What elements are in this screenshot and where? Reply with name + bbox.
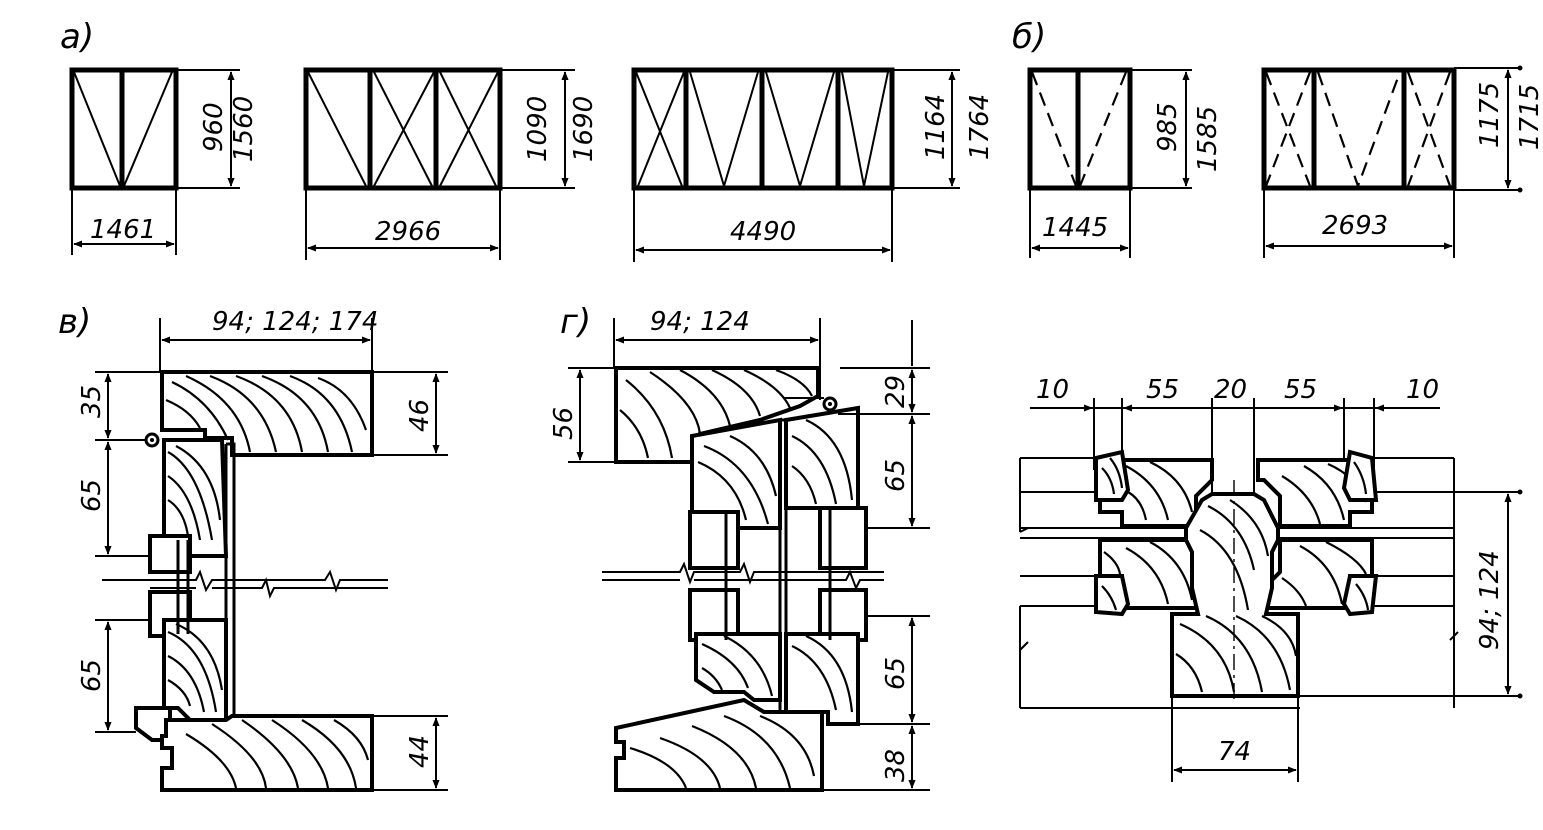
window-elevation-1: 1461 960 1560 <box>69 67 259 255</box>
section-g-width: 94; 124 <box>650 307 750 337</box>
window-elevation-4: 1445 985 1585 <box>1027 67 1223 258</box>
mullion-dim-3: 20 <box>1214 375 1247 405</box>
section-v-right-bottom-dim: 44 <box>405 735 435 768</box>
window-2-width: 2966 <box>375 217 441 247</box>
mullion-height-dim: 94; 124 <box>1475 550 1505 650</box>
window-4-width: 1445 <box>1042 213 1108 243</box>
mullion-dim-4: 55 <box>1284 375 1317 405</box>
window-2-outer-height: 1690 <box>569 96 599 162</box>
window-elevation-3: 4490 1164 1764 <box>631 67 995 262</box>
section-v-width: 94; 124; 174 <box>212 307 378 337</box>
window-5-outer-height: 1715 <box>1515 84 1543 150</box>
window-4-inner-height: 985 <box>1153 102 1183 152</box>
panel-label-b: б) <box>1012 17 1046 57</box>
window-1-inner-height: 960 <box>199 102 229 152</box>
mullion-dim-1: 10 <box>1036 375 1069 405</box>
section-v-lower-sash-dim: 65 <box>77 659 107 692</box>
window-5-inner-height: 1175 <box>1475 82 1505 148</box>
window-1-width: 1461 <box>90 215 156 245</box>
window-2-inner-height: 1090 <box>523 96 553 162</box>
window-elevation-5: 2693 1175 1715 <box>1261 65 1543 258</box>
section-g-right-upper-dim: 65 <box>881 459 911 492</box>
panel-label-a: а) <box>60 17 94 57</box>
section-v-frame-detail: 94; 124; 174 35 <box>77 307 448 792</box>
section-g-right-bottom-dim: 38 <box>881 749 911 782</box>
window-3-outer-height: 1764 <box>965 94 995 160</box>
mullion-dim-5: 10 <box>1406 375 1439 405</box>
mullion-section-detail: 10 55 20 55 10 <box>1019 375 1523 782</box>
mullion-dim-2: 55 <box>1146 375 1179 405</box>
section-g-right-top-dim: 29 <box>881 375 911 408</box>
window-4-outer-height: 1585 <box>1193 106 1223 172</box>
panel-label-v: в) <box>58 302 91 342</box>
window-elevation-2: 2966 1090 1690 <box>303 67 599 260</box>
window-3-inner-height: 1164 <box>921 94 951 160</box>
mullion-width-dim: 74 <box>1218 737 1251 767</box>
window-3-width: 4490 <box>730 217 796 247</box>
panel-label-g: г) <box>560 302 591 342</box>
section-g-right-lower-dim: 65 <box>881 657 911 690</box>
window-1-outer-height: 1560 <box>229 96 259 162</box>
window-5-width: 2693 <box>1322 211 1388 241</box>
section-g-left-top-dim: 56 <box>549 407 579 440</box>
section-v-right-top-dim: 46 <box>405 399 435 432</box>
section-g-frame-detail: 94; 124 56 <box>549 307 930 792</box>
section-v-top-dim: 35 <box>77 385 107 418</box>
section-v-upper-sash-dim: 65 <box>77 479 107 512</box>
